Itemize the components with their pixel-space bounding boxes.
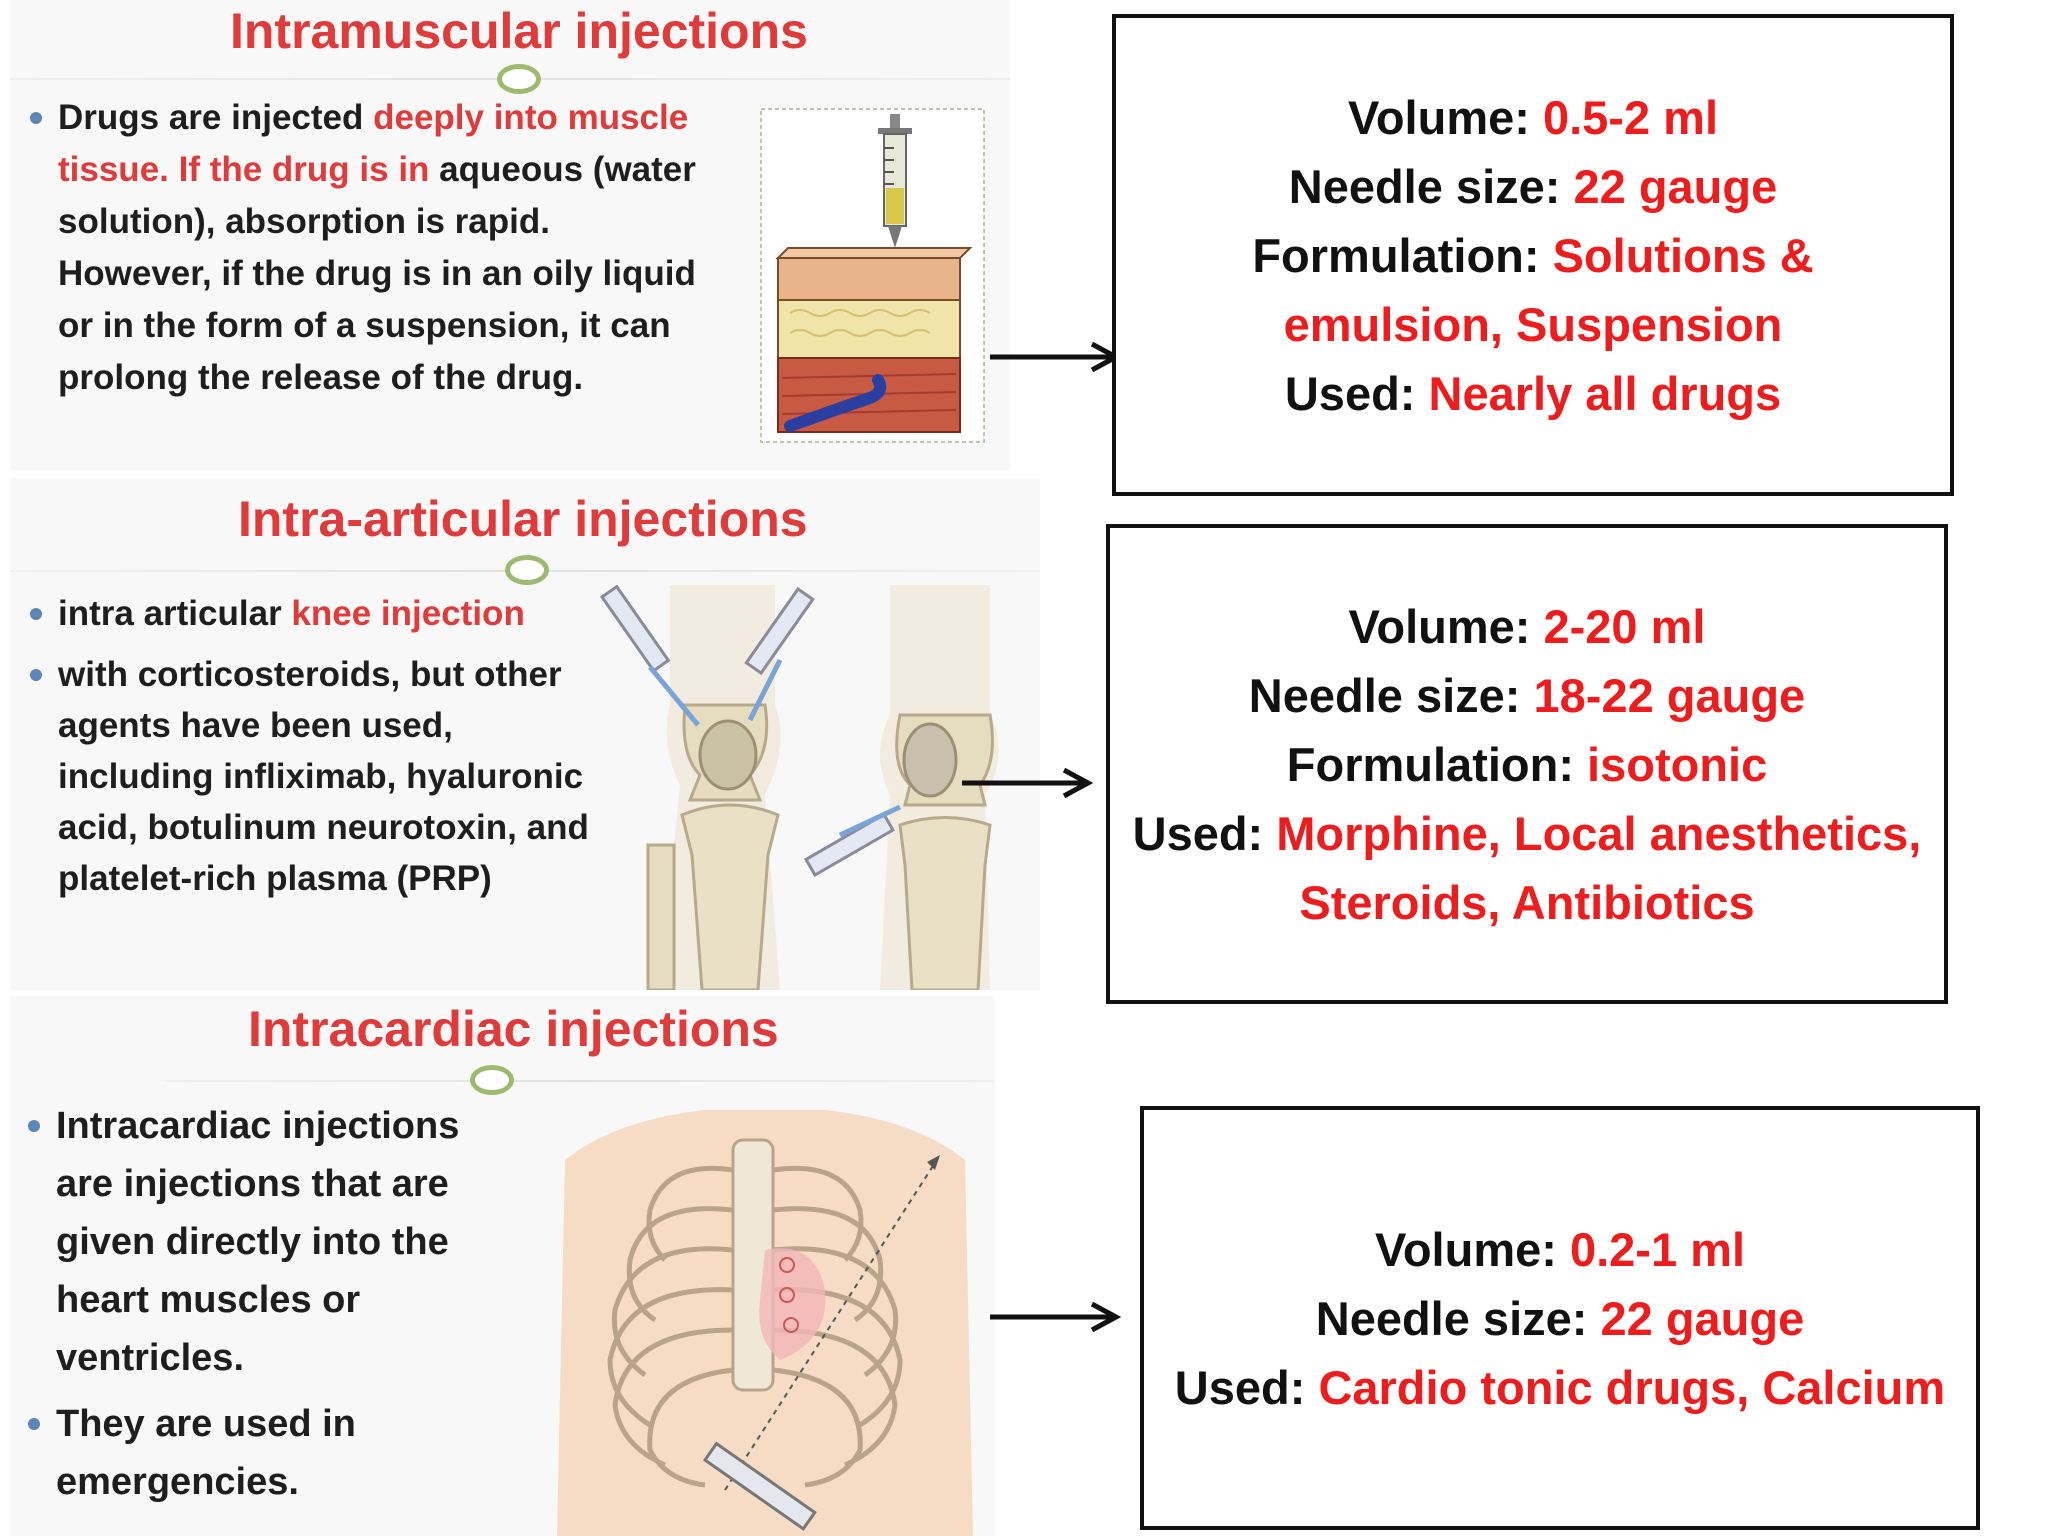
- bullet-text: Drugs are injected: [58, 98, 374, 137]
- intracardiac-bullets: Intracardiac injections are injections t…: [22, 1097, 522, 1519]
- arrow-right-icon: [990, 342, 1122, 372]
- info-label: Formulation:: [1286, 737, 1588, 791]
- info-label: Needle size:: [1248, 668, 1534, 722]
- info-label: Needle size:: [1315, 1291, 1601, 1345]
- bullet-item: intra articular knee injection: [24, 588, 594, 639]
- info-label: Volume:: [1348, 599, 1544, 653]
- bullet-highlight: deeply into muscle tissue. If the drug i…: [58, 98, 689, 189]
- info-value: 18-22 gauge: [1533, 668, 1806, 722]
- info-label: Volume:: [1347, 90, 1543, 144]
- intracardiac-info-box: Volume: 0.2-1 ml Needle size: 22 gauge U…: [1140, 1106, 1980, 1530]
- info-label: Used:: [1284, 366, 1429, 420]
- arrow-right-icon: [962, 768, 1094, 798]
- section-title-intramuscular: Intramuscular injections: [230, 3, 808, 59]
- info-value: 22 gauge: [1573, 159, 1778, 213]
- info-value: Cardio tonic drugs, Calcium: [1318, 1360, 1946, 1414]
- bullet-item: They are used in emergencies.: [22, 1395, 522, 1511]
- info-line-volume: Volume: 0.2-1 ml: [1375, 1215, 1745, 1284]
- knee-injection-illustration: [590, 585, 1010, 990]
- intra-articular-bullets: intra articular knee injection with cort…: [24, 588, 594, 914]
- info-line-used: Used: Nearly all drugs: [1285, 359, 1781, 428]
- info-value: 2-20 ml: [1543, 599, 1706, 653]
- info-label: Volume:: [1374, 1222, 1570, 1276]
- bullet-text: Intracardiac injections are injections t…: [56, 1105, 460, 1379]
- info-label: Needle size:: [1288, 159, 1574, 213]
- info-line-needle-size: Needle size: 22 gauge: [1316, 1284, 1804, 1353]
- bullet-item: with corticosteroids, but other agents h…: [24, 649, 594, 904]
- section-title-intracardiac: Intracardiac injections: [248, 1001, 779, 1057]
- bullet-item: Drugs are injected deeply into muscle ti…: [24, 92, 704, 404]
- info-value: Morphine, Local anesthetics, Steroids, A…: [1276, 806, 1922, 929]
- bullet-text: intra articular: [58, 594, 292, 633]
- info-value: isotonic: [1587, 737, 1768, 791]
- bullet-text: with corticosteroids, but other agents h…: [58, 655, 589, 898]
- info-line-volume: Volume: 2-20 ml: [1349, 592, 1706, 661]
- bullet-text: They are used in emergencies.: [56, 1403, 356, 1503]
- divider-ring-icon: [470, 1065, 514, 1095]
- info-line-needle-size: Needle size: 22 gauge: [1289, 152, 1777, 221]
- section-title-intra-articular: Intra-articular injections: [238, 491, 808, 547]
- info-line-used: Used: Morphine, Local anesthetics, Stero…: [1127, 799, 1927, 937]
- intramuscular-info-box: Volume: 0.5-2 ml Needle size: 22 gauge F…: [1112, 14, 1954, 496]
- info-value: Solutions & emulsion, Suspension: [1283, 228, 1814, 351]
- info-label: Formulation:: [1252, 228, 1553, 282]
- divider-ring-icon: [497, 64, 541, 94]
- info-line-formulation: Formulation: isotonic: [1287, 730, 1767, 799]
- intramuscular-bullets: Drugs are injected deeply into muscle ti…: [24, 92, 704, 404]
- bullet-text: aqueous (water solution), absorption is …: [58, 150, 696, 397]
- info-line-needle-size: Needle size: 18-22 gauge: [1249, 661, 1805, 730]
- info-line-volume: Volume: 0.5-2 ml: [1348, 83, 1718, 152]
- intramuscular-syringe-illustration: [760, 108, 985, 443]
- bullet-item: Intracardiac injections are injections t…: [22, 1097, 522, 1387]
- info-value: Nearly all drugs: [1428, 366, 1782, 420]
- intracardiac-ribcage-illustration: [557, 1110, 973, 1536]
- info-label: Used:: [1132, 806, 1277, 860]
- arrow-right-icon: [990, 1302, 1122, 1332]
- intra-articular-info-box: Volume: 2-20 ml Needle size: 18-22 gauge…: [1106, 524, 1948, 1004]
- title-divider: [165, 1080, 995, 1082]
- info-value: 0.5-2 ml: [1542, 90, 1719, 144]
- info-label: Used:: [1174, 1360, 1319, 1414]
- divider-ring-icon: [505, 555, 549, 585]
- info-line-formulation: Formulation: Solutions & emulsion, Suspe…: [1213, 221, 1853, 359]
- bullet-highlight: knee injection: [291, 594, 525, 633]
- info-value: 0.2-1 ml: [1569, 1222, 1746, 1276]
- info-line-used: Used: Cardio tonic drugs, Calcium: [1175, 1353, 1945, 1422]
- info-value: 22 gauge: [1600, 1291, 1805, 1345]
